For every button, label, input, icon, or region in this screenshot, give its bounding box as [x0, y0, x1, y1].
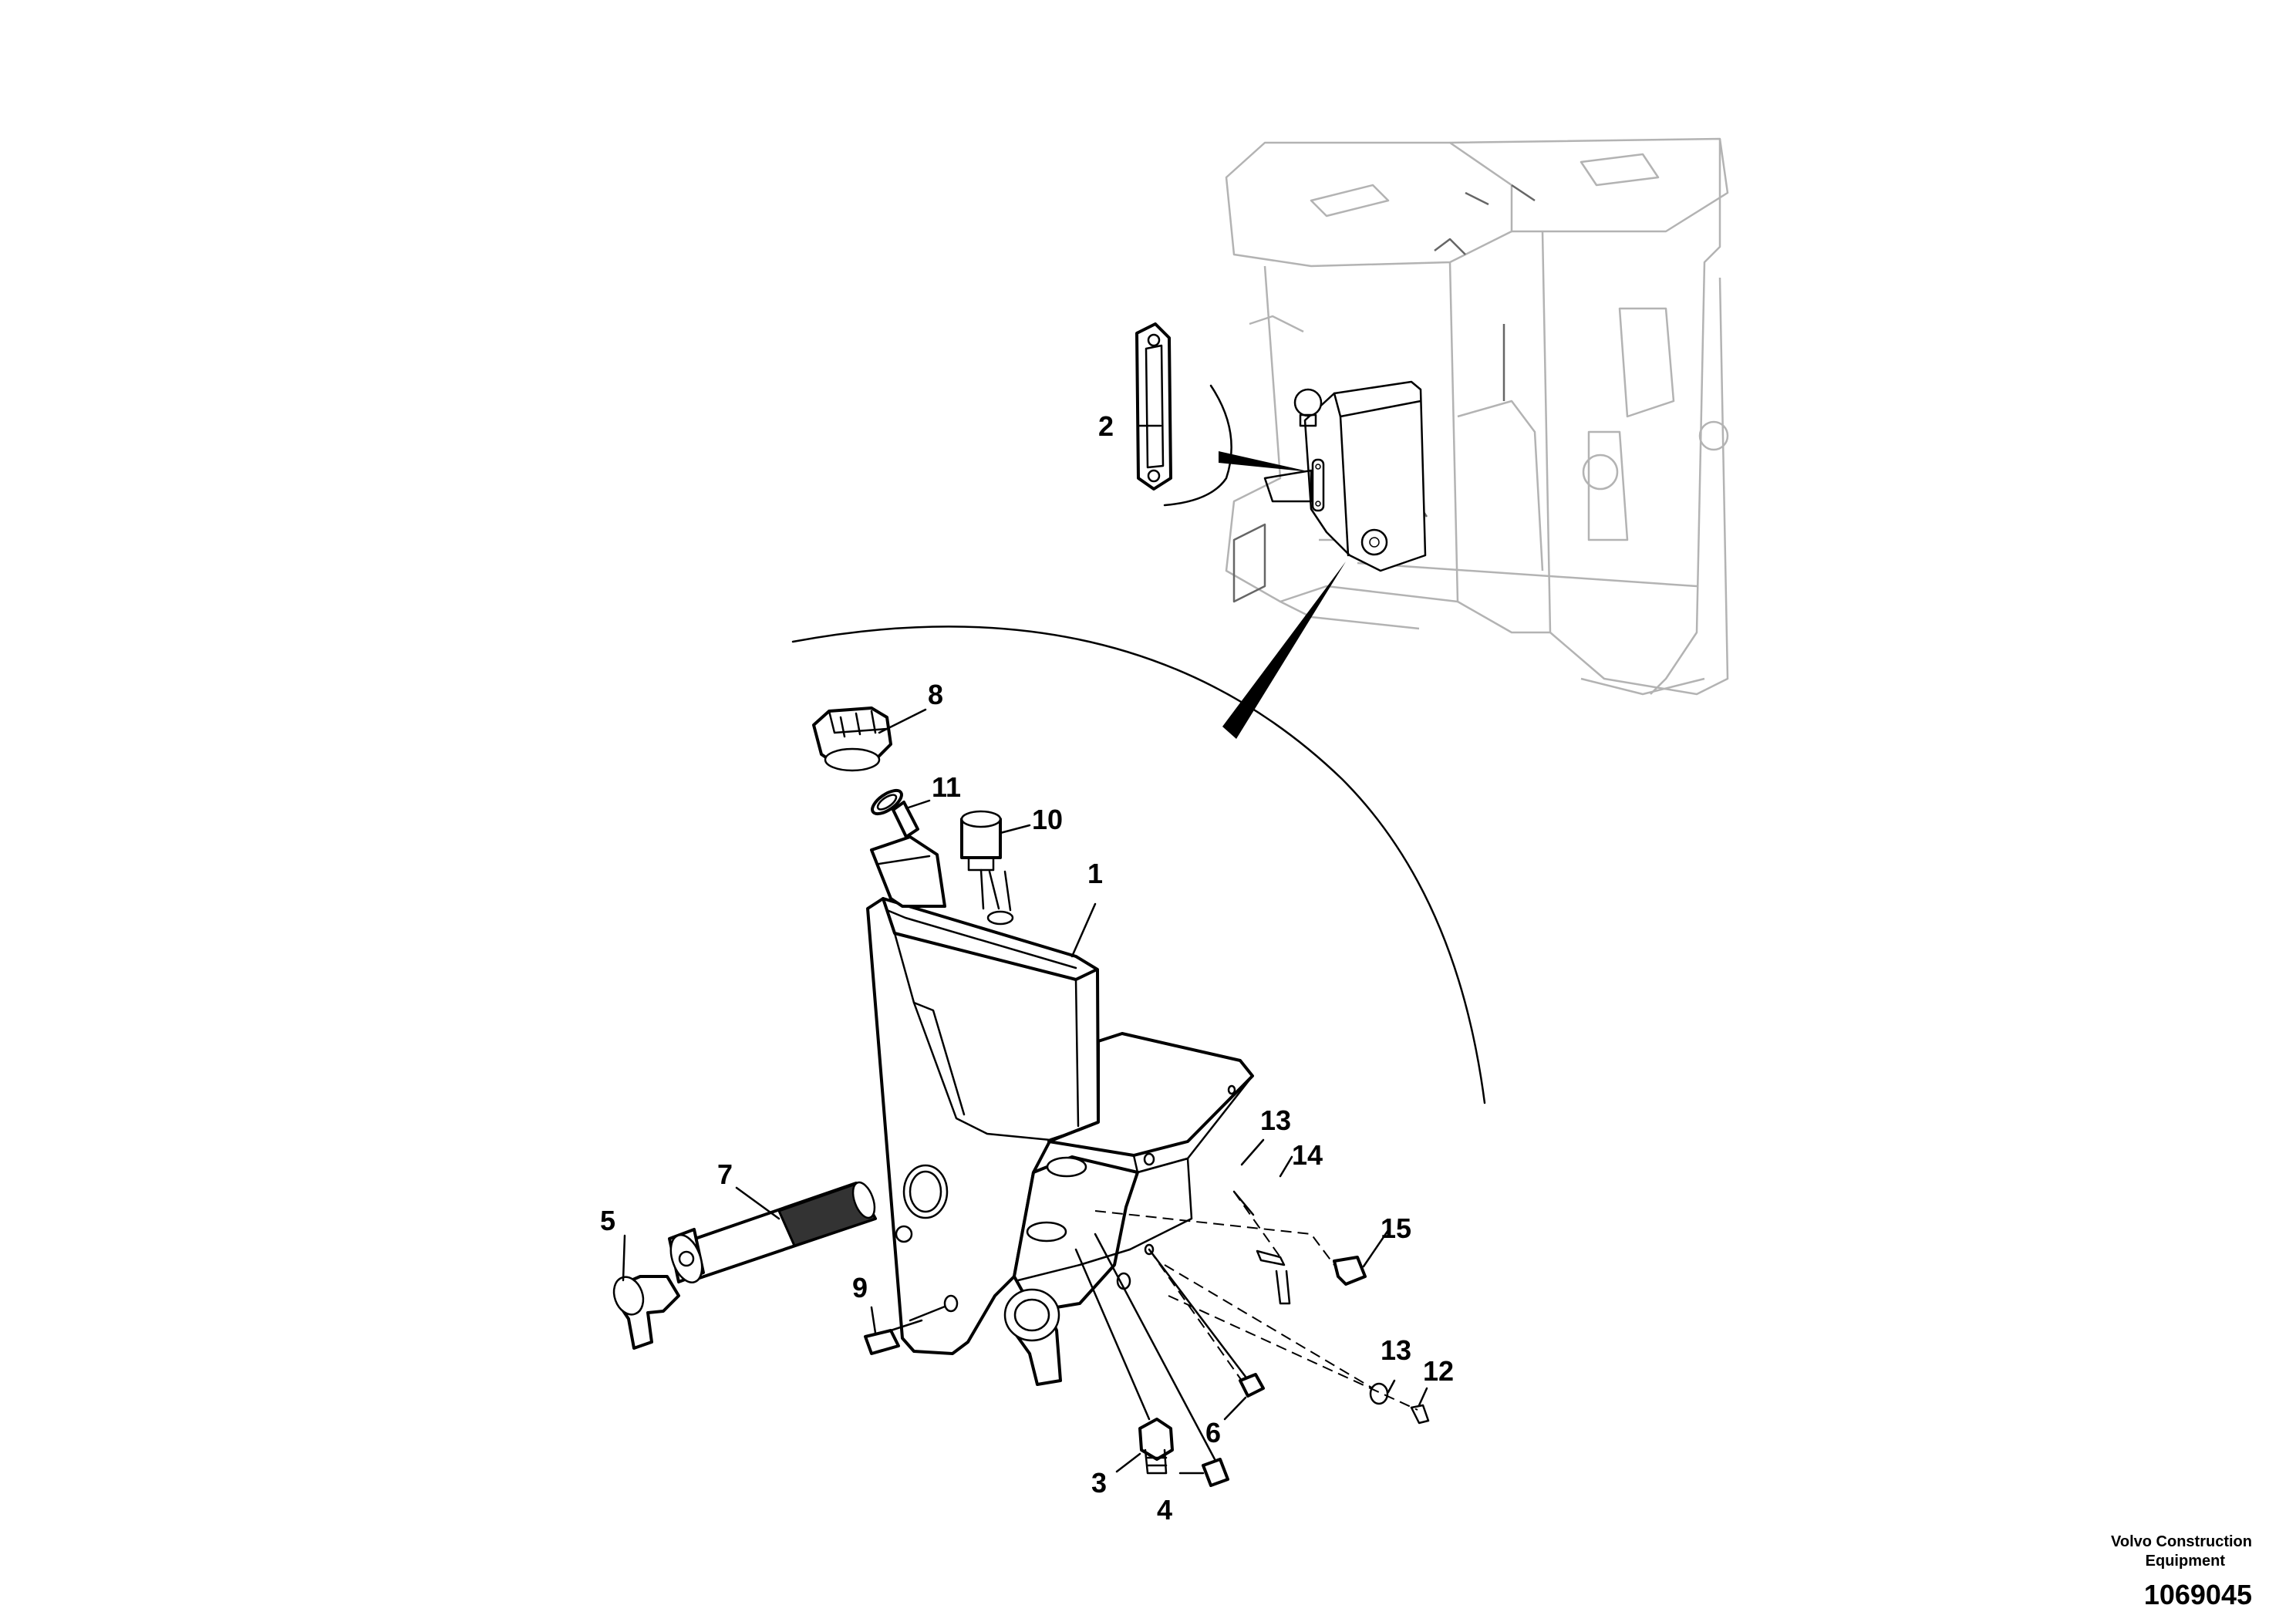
detail-arc-large — [791, 626, 1486, 1104]
callout-labels: 1 2 3 4 5 6 7 8 9 10 11 12 13 13 14 15 — [600, 410, 1454, 1526]
context-tank — [1263, 380, 1427, 572]
callout-10: 10 — [1032, 804, 1063, 835]
cap-part-10 — [960, 810, 1002, 910]
filler-cap-part-8 — [812, 706, 892, 772]
callout-9: 9 — [852, 1272, 868, 1303]
elbow-part-5 — [612, 1275, 680, 1350]
callout-5: 5 — [600, 1205, 615, 1236]
fittings-3-4-6 — [1074, 1233, 1265, 1487]
zoom-wedge-large — [1222, 561, 1346, 739]
callout-2: 2 — [1098, 410, 1114, 442]
fitting-part-9 — [864, 1305, 946, 1355]
credit-line-2: Equipment — [2146, 1553, 2226, 1570]
strainer-part-11 — [871, 788, 919, 838]
sight-glass-part — [1135, 322, 1172, 491]
callout-1: 1 — [1087, 858, 1103, 889]
document-number: 1069045 — [2144, 1579, 2252, 1610]
machine-frame-context — [1225, 137, 1729, 696]
callout-4: 4 — [1157, 1494, 1172, 1526]
callout-8: 8 — [928, 679, 943, 710]
callout-11: 11 — [932, 771, 961, 803]
footer: Volvo Construction Equipment 1069045 — [2111, 1533, 2252, 1610]
callout-13-lower: 13 — [1381, 1334, 1411, 1366]
callout-7: 7 — [717, 1158, 733, 1190]
credit-line-1: Volvo Construction — [2111, 1533, 2252, 1550]
fuel-tank-part — [866, 835, 1254, 1386]
leader-lines — [622, 424, 1428, 1475]
callout-6: 6 — [1205, 1417, 1221, 1448]
pipe-part-7 — [668, 1181, 878, 1283]
callout-3: 3 — [1091, 1467, 1107, 1499]
detail-arc-small — [1163, 384, 1232, 507]
zoom-wedge-small — [1219, 451, 1311, 472]
callout-13-upper: 13 — [1260, 1104, 1291, 1136]
callout-12: 12 — [1423, 1355, 1454, 1387]
callout-15: 15 — [1381, 1212, 1411, 1244]
callout-14: 14 — [1292, 1139, 1323, 1171]
